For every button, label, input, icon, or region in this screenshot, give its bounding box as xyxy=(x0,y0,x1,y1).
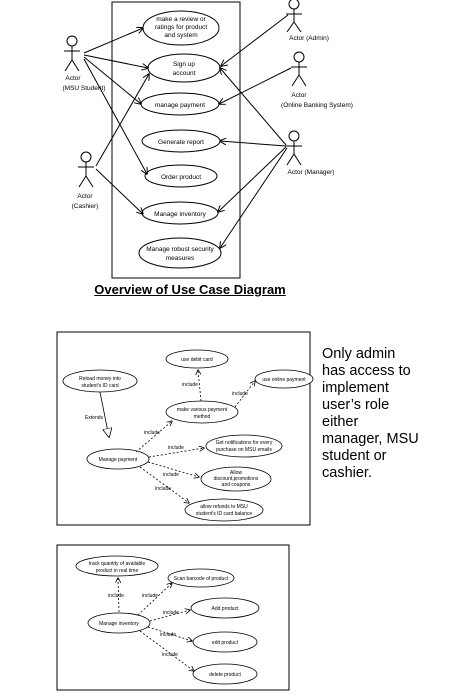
actor-banking-label-2: (Online Banking System) xyxy=(281,102,353,109)
uc-delete-product-label: delete product xyxy=(209,672,241,678)
usecase-order-product-ellipse xyxy=(144,164,218,188)
extends-label: Extends xyxy=(85,415,104,421)
uc-track-quantity-label-2: product in real time xyxy=(96,568,139,574)
uc-online-payment-label: use online payment xyxy=(262,377,306,383)
usecase-review-label-1: make a review or xyxy=(156,16,206,23)
actor-manager-figure xyxy=(286,130,302,166)
uc-allow-discount-label-3: and coupons xyxy=(222,482,251,488)
actor-banking-label-1: Actor xyxy=(291,92,307,99)
include-label: include xyxy=(168,445,184,451)
usecase-review-label-2: ratings for product xyxy=(155,24,208,31)
usecase-security-label-2: measures xyxy=(166,255,195,262)
usecase-manage-inventory-label: Manage inventory xyxy=(154,211,206,218)
include-label: include xyxy=(108,593,124,599)
include-label: include xyxy=(144,430,160,436)
uc-allow-refunds-ellipse xyxy=(184,498,264,522)
uc-notifications-label-2: purchase on MSU emails xyxy=(216,447,272,453)
uc-reload-money-label-1: Reload money into xyxy=(79,376,121,382)
uc-allow-discount-label-1: Allow xyxy=(230,470,242,476)
include-label: include xyxy=(182,382,198,388)
actor-cashier-figure xyxy=(78,151,94,188)
uc-track-quantity-label-1: track quantity of available xyxy=(89,561,146,567)
uc-allow-discount-ellipse xyxy=(200,466,272,492)
include-label: include xyxy=(162,652,178,658)
usecase-manage-payment-label: manage payment xyxy=(155,102,205,109)
uc-add-product-ellipse xyxy=(190,597,260,619)
uc-allow-refunds-label-2: student's ID card balance xyxy=(196,511,252,517)
uc-manage-inventory-label: Manage inventory xyxy=(99,621,139,627)
uc-debit-card-ellipse xyxy=(165,349,229,369)
uc-allow-discount-label-2: discount,promotions xyxy=(214,476,259,482)
uc-various-payment-label-1: make various payment xyxy=(177,407,228,413)
actor-admin-label: Actor (Admin) xyxy=(289,35,329,42)
usecase-order-product-label: Order product xyxy=(161,174,201,181)
uc-manage-payment-ellipse xyxy=(86,448,150,470)
uc-track-quantity-ellipse xyxy=(75,555,159,577)
uc-edit-product-label: edit product xyxy=(212,640,239,646)
actor-admin-figure xyxy=(286,0,302,33)
uc-notifications-ellipse xyxy=(205,434,283,458)
include-label: include xyxy=(163,472,179,478)
uc-add-product-label: Add product xyxy=(212,606,240,612)
admin-access-note: Only admin has access to implement user’… xyxy=(322,346,419,481)
extends-connector xyxy=(99,391,109,437)
usecase-review-label-3: and system xyxy=(164,32,197,39)
usecase-signup-ellipse xyxy=(147,53,221,83)
actor-manager-label: Actor (Manager) xyxy=(288,169,335,176)
usecase-signup-label-2: account xyxy=(173,70,196,77)
include-label: include xyxy=(160,632,176,638)
uc-notifications-label-1: Get notifications for every xyxy=(216,440,273,446)
inventory-use-case-diagram: track quantity of available product in r… xyxy=(56,544,290,691)
inventory-include-connectors xyxy=(118,578,194,671)
usecase-signup-label-1: Sign up xyxy=(173,61,195,68)
actor-msu-student-label-2: (MSU Student) xyxy=(63,85,106,92)
actor-msu-student-label-1: Actor xyxy=(65,75,81,82)
usecase-generate-report-label: Generate report xyxy=(158,139,204,146)
payment-use-case-diagram: Reload money into student's ID card Exte… xyxy=(56,331,314,526)
uc-scan-barcode-ellipse xyxy=(167,568,235,588)
actor-cashier-label-2: (Cashier) xyxy=(72,203,99,210)
uc-scan-barcode-label: Scan barcode of product xyxy=(174,576,229,582)
include-label: include xyxy=(232,391,248,397)
include-label: include xyxy=(163,610,179,616)
actor-banking-figure xyxy=(291,51,307,87)
uc-reload-money-label-2: student's ID card xyxy=(81,383,119,389)
usecase-security-label-1: Manage robust security xyxy=(146,246,214,253)
uc-manage-payment-label: Manage payment xyxy=(99,457,138,463)
actor-cashier-label-1: Actor xyxy=(77,193,93,200)
payment-include-connectors xyxy=(135,370,255,503)
uc-debit-card-label: use debit card xyxy=(181,357,213,363)
actor-msu-student-figure xyxy=(64,35,80,72)
uc-delete-product-ellipse xyxy=(192,663,258,685)
include-label: include xyxy=(155,486,171,492)
overview-heading: Overview of Use Case Diagram xyxy=(94,282,286,297)
include-label: include xyxy=(142,593,158,599)
overview-associations xyxy=(83,14,292,248)
uc-online-payment-ellipse xyxy=(254,369,314,389)
usecase-security-ellipse xyxy=(138,237,222,269)
uc-various-payment-label-2: method xyxy=(194,414,211,420)
uc-allow-refunds-label-1: allow refunds to MSU xyxy=(200,504,248,510)
uc-manage-inventory-ellipse xyxy=(87,612,151,634)
uc-various-payment-ellipse xyxy=(165,400,239,424)
overview-use-case-diagram: make a review or ratings for product and… xyxy=(63,0,353,279)
